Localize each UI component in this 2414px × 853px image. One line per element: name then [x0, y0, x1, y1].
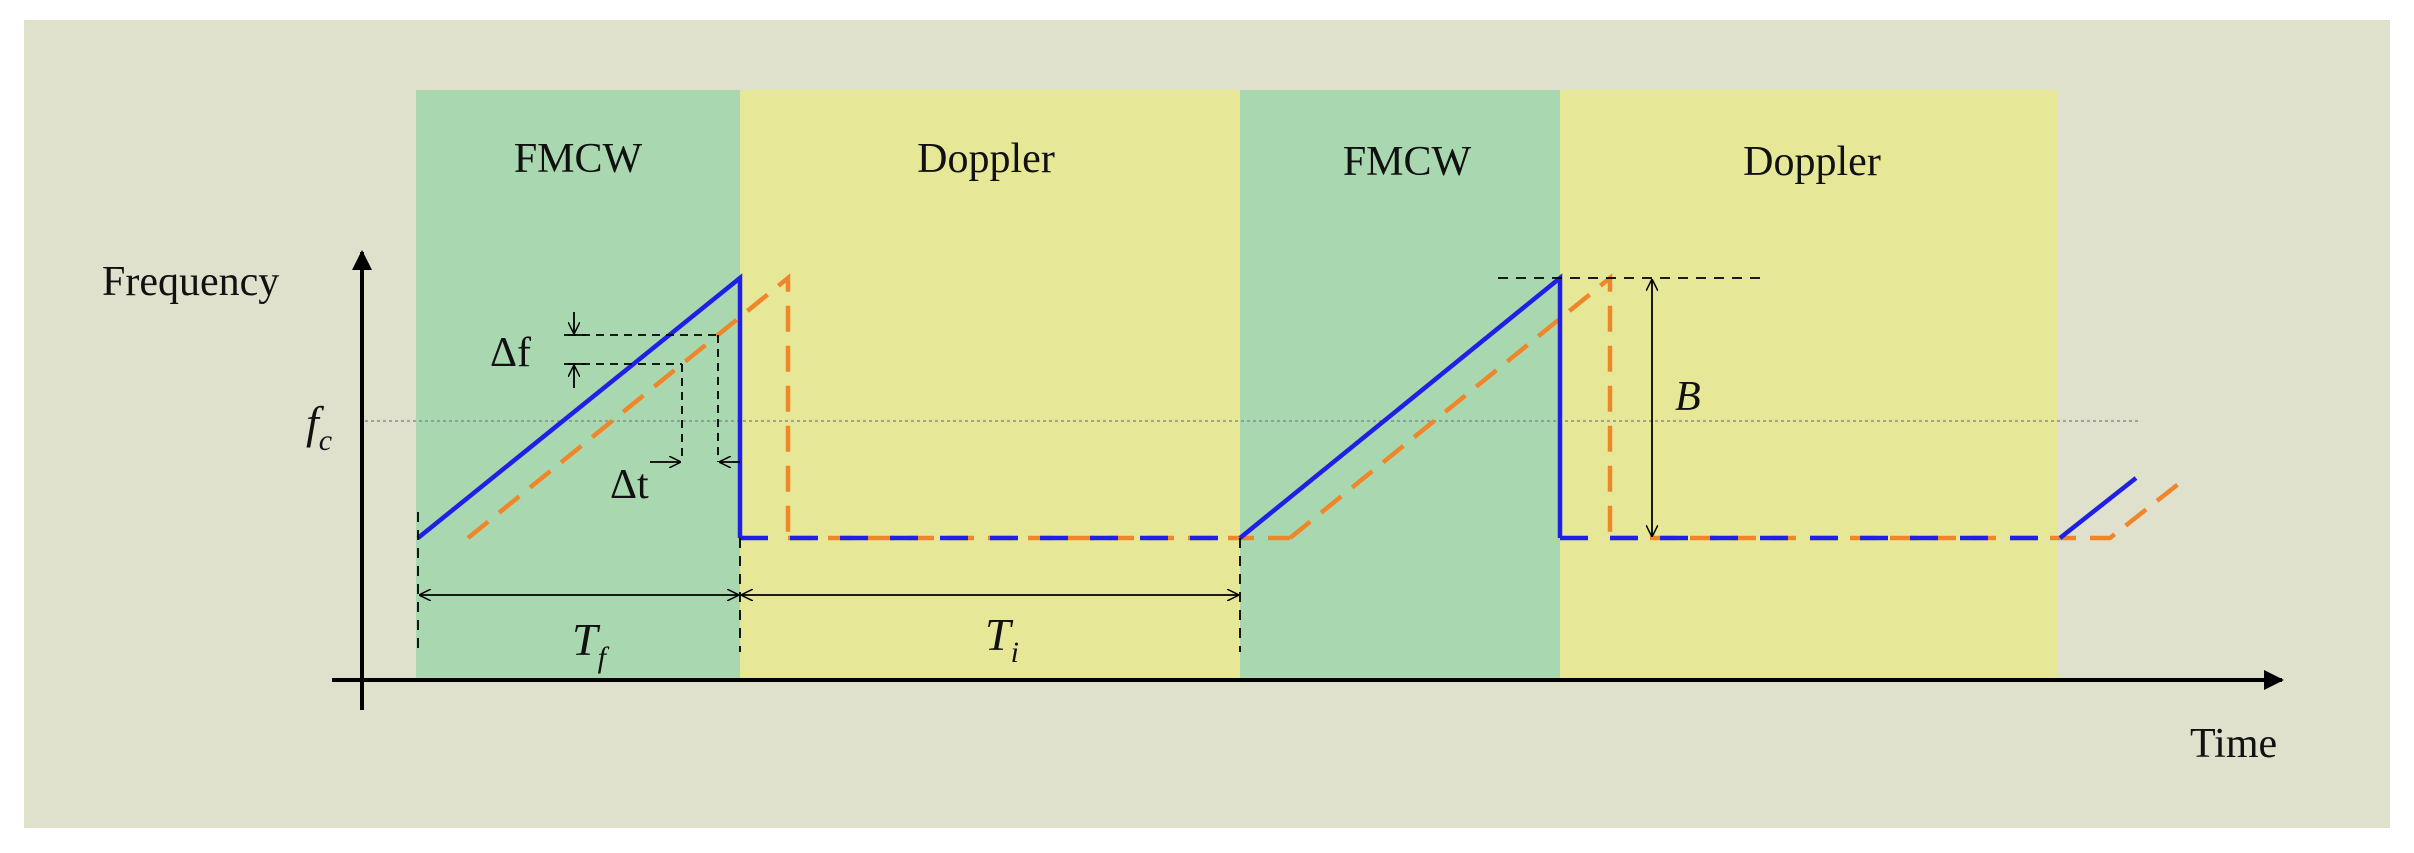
timing-regions — [416, 90, 2058, 680]
region-label-fmcw-1: FMCW — [514, 136, 643, 182]
region-fmcw-2 — [1240, 90, 1560, 680]
ti-label: Ti — [985, 609, 1019, 669]
transmitted-chirp-3 — [2058, 476, 2138, 540]
delta-annotation — [564, 312, 740, 462]
period-annotations — [417, 512, 1241, 652]
bandwidth-label: B — [1675, 374, 1701, 420]
region-fmcw-1 — [416, 90, 740, 680]
y-axis-label: Frequency — [102, 259, 279, 305]
x-axis-label: Time — [2190, 721, 2277, 767]
tf-label-main: T — [572, 614, 601, 665]
fc-label-sub: c — [319, 424, 332, 457]
received-chirp-1 — [466, 273, 791, 540]
transmitted-chirp-1 — [416, 273, 743, 540]
region-doppler-2 — [1560, 90, 2058, 680]
ti-label-main: T — [985, 609, 1014, 660]
region-doppler-1 — [740, 90, 1240, 680]
region-label-fmcw-2: FMCW — [1343, 139, 1472, 185]
delta-t-label: Δt — [610, 462, 649, 508]
bandwidth-annotation — [1498, 277, 1765, 536]
region-label-doppler-2: Doppler — [1743, 139, 1881, 185]
delta-f-label: Δf — [490, 330, 531, 376]
ti-label-sub: i — [1011, 636, 1019, 669]
region-label-doppler-1: Doppler — [917, 136, 1055, 182]
